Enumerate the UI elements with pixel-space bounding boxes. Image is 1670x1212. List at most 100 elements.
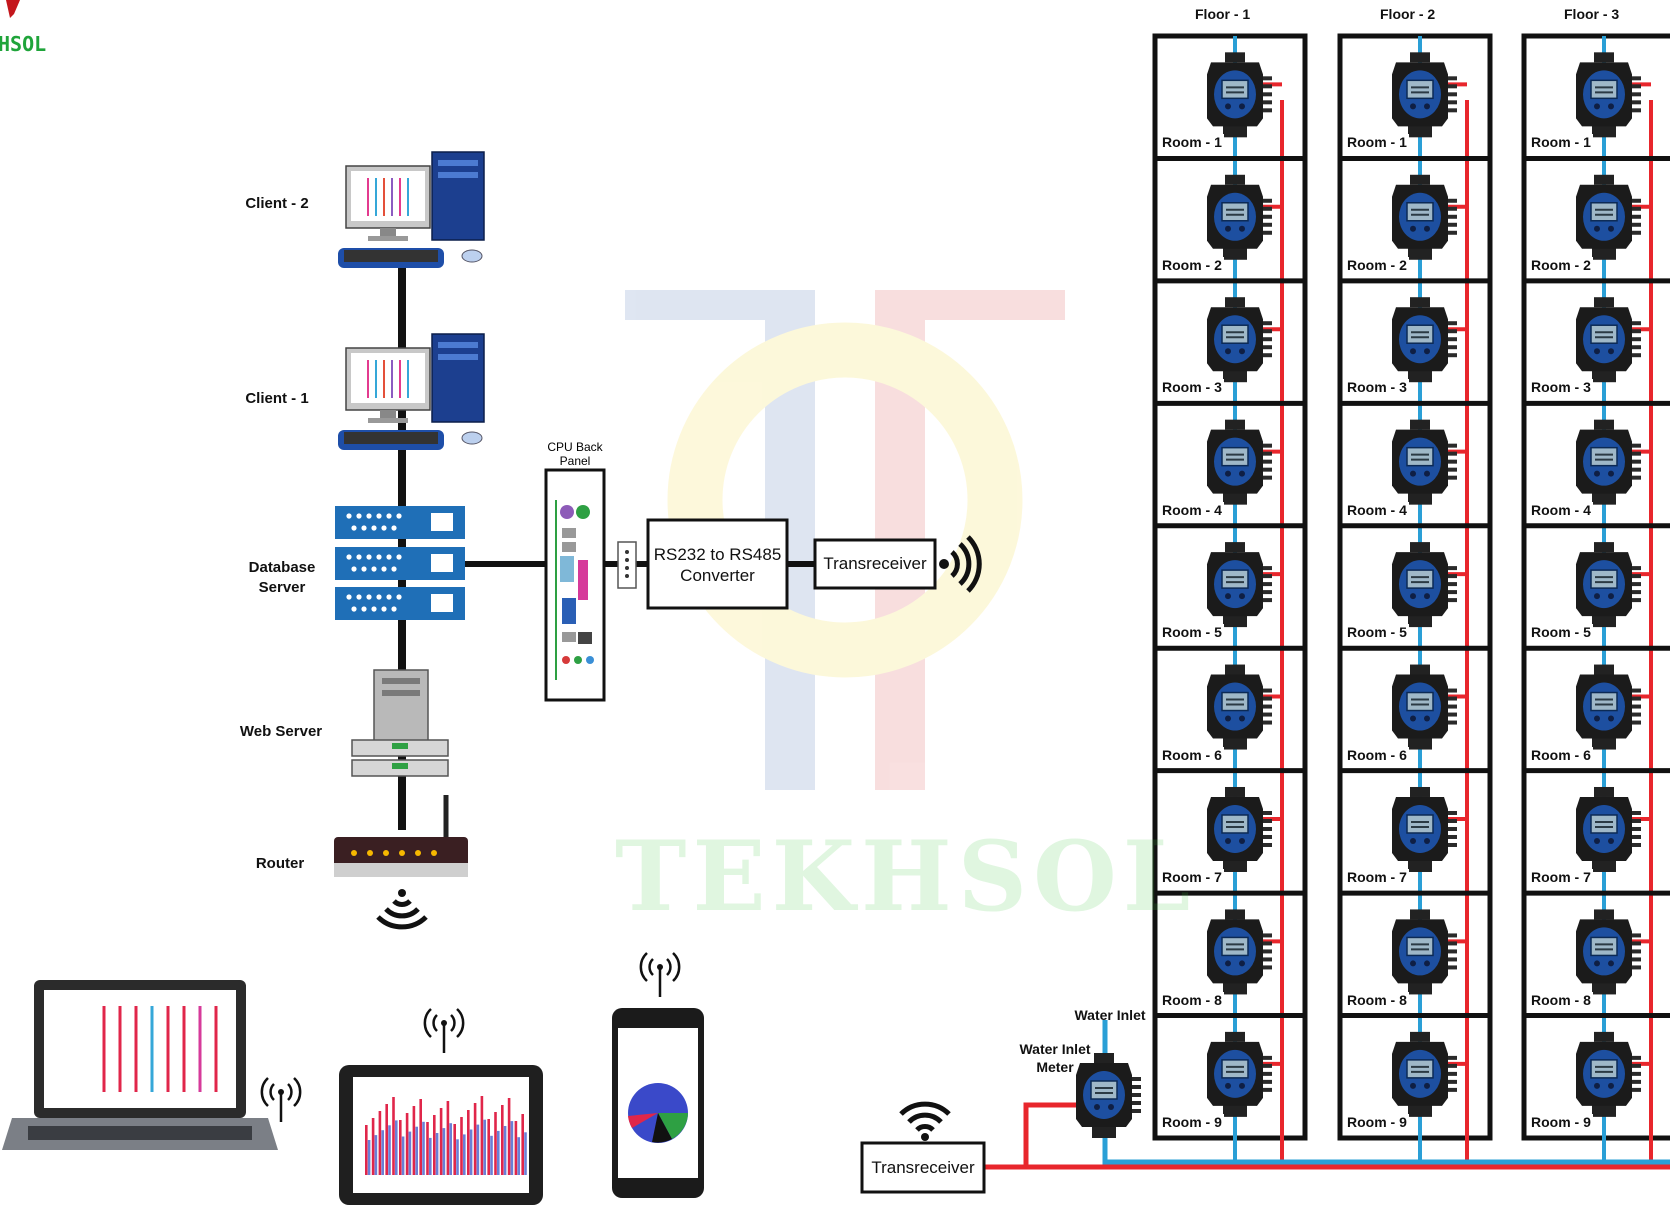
water-inlet-label: Water Inlet — [1074, 1007, 1146, 1023]
tablet-bar — [521, 1114, 524, 1175]
room-label: Room - 8 — [1529, 991, 1593, 1008]
flow-meter-icon — [1575, 296, 1642, 384]
tablet-bar — [469, 1129, 473, 1175]
client-2-label: Client - 2 — [245, 195, 309, 212]
tablet-bar — [385, 1104, 388, 1175]
tablet-bar — [371, 1118, 375, 1175]
tablet-bar — [439, 1108, 443, 1175]
antenna-signal-icon — [423, 1007, 465, 1055]
watermark-logo — [625, 290, 1065, 790]
flow-meter-icon — [1391, 908, 1458, 996]
tablet-bar — [408, 1131, 412, 1175]
transreceiver-bottom-box — [860, 1141, 986, 1194]
transreceiver-top-label: Transreceiver — [823, 554, 927, 573]
floor-label: Floor - 3 — [1564, 6, 1620, 22]
antenna-signal-icon — [639, 951, 681, 999]
tablet-bar — [456, 1139, 459, 1175]
room-label: Room - 3 — [1529, 379, 1593, 396]
serial-connector-icon — [617, 541, 637, 589]
floor-frame — [1521, 33, 1670, 1141]
tablet-chart-bars — [365, 1096, 527, 1175]
tablet-bar — [501, 1105, 504, 1175]
room-label: Room - 1 — [1345, 134, 1409, 151]
room-label: Room - 7 — [1160, 869, 1224, 886]
tablet-bar — [412, 1106, 416, 1175]
converter-box — [646, 518, 789, 610]
room-label: Room - 5 — [1529, 624, 1593, 641]
tablet-bar — [446, 1101, 450, 1175]
tablet-bar — [497, 1130, 500, 1175]
tablet-bar — [388, 1125, 391, 1175]
flow-meter-icon — [1575, 541, 1642, 629]
room-label: Room - 5 — [1345, 624, 1409, 641]
tablet-bar — [365, 1125, 368, 1175]
water-inlet-meter-label: Water Inlet Meter — [1019, 1041, 1091, 1075]
room-label: Room - 1 — [1160, 134, 1224, 151]
room-label: Room - 7 — [1345, 869, 1409, 886]
room-label: Room - 9 — [1160, 1114, 1224, 1130]
tablet-bar — [392, 1097, 395, 1175]
flow-meter-icon — [1206, 785, 1273, 873]
transreceiver-top-box — [813, 538, 937, 590]
tablet-bar — [494, 1112, 497, 1175]
tablet-bar — [487, 1119, 490, 1175]
flow-meter-icon — [1391, 1030, 1458, 1118]
tablet-bar — [381, 1130, 384, 1175]
flow-meter-icon — [1575, 663, 1642, 751]
tablet-bar — [401, 1136, 405, 1175]
flow-meter-icon — [1575, 418, 1642, 506]
room-label: Room - 4 — [1345, 501, 1409, 518]
antenna-signal-icon — [260, 1076, 302, 1124]
tablet-bar — [419, 1099, 422, 1175]
room-label: Room - 9 — [1529, 1114, 1593, 1130]
desktop-computer-icon — [337, 151, 485, 269]
tablet-bar — [524, 1132, 527, 1175]
room-label: Room - 2 — [1345, 256, 1409, 273]
flow-meter-icon — [1391, 173, 1458, 261]
flow-meter-icon — [1206, 51, 1273, 139]
watermark-text: TEKHSOL — [615, 820, 1197, 933]
room-label: Room - 4 — [1529, 501, 1593, 518]
tablet-bar — [517, 1137, 520, 1175]
tablet-bar — [399, 1120, 402, 1175]
room-label: Room - 1 — [1529, 134, 1593, 151]
room-label: Room - 6 — [1529, 746, 1593, 763]
server-rack-icon — [335, 506, 465, 620]
flow-meter-icon — [1575, 785, 1642, 873]
flow-meter-icon — [1391, 663, 1458, 751]
tablet-bar — [415, 1126, 418, 1175]
room-label: Room - 8 — [1160, 991, 1224, 1008]
flow-meter-icon — [1391, 418, 1458, 506]
cpu-back-panel-label: CPU Back Panel — [547, 440, 603, 468]
tablet-bar — [405, 1113, 409, 1175]
flow-meter-icon — [1391, 51, 1458, 139]
flow-meter-icon — [1575, 173, 1642, 261]
floor-label: Floor - 2 — [1380, 6, 1436, 22]
flow-meter-icon — [1206, 541, 1273, 629]
room-label: Room - 3 — [1345, 379, 1409, 396]
flow-meter-icon — [1206, 663, 1273, 751]
web-server-label: Web Server — [239, 723, 323, 740]
flow-meter-icon — [1206, 908, 1273, 996]
tablet-bar — [429, 1137, 432, 1175]
tablet-bar — [449, 1123, 452, 1175]
room-label: Room - 5 — [1160, 624, 1224, 641]
tablet-bar — [503, 1126, 507, 1175]
tablet-bar — [507, 1098, 511, 1175]
tablet-bar — [378, 1111, 382, 1175]
logo-text: HSOL — [0, 32, 47, 56]
router-label: Router — [255, 855, 305, 872]
flow-meter-icon — [1575, 908, 1642, 996]
flow-meter-icon — [1391, 785, 1458, 873]
radio-signal-icon — [939, 535, 982, 593]
room-label: Room - 2 — [1529, 256, 1593, 273]
flow-meter-icon — [1575, 1030, 1642, 1118]
floor-frame — [1337, 33, 1493, 1141]
converter-label: RS232 to RS485 Converter — [653, 545, 782, 585]
room-label: Room - 7 — [1529, 869, 1593, 886]
smartphone-icon — [612, 1008, 704, 1198]
tablet-bar — [510, 1121, 514, 1175]
tablet-bar — [433, 1115, 436, 1175]
